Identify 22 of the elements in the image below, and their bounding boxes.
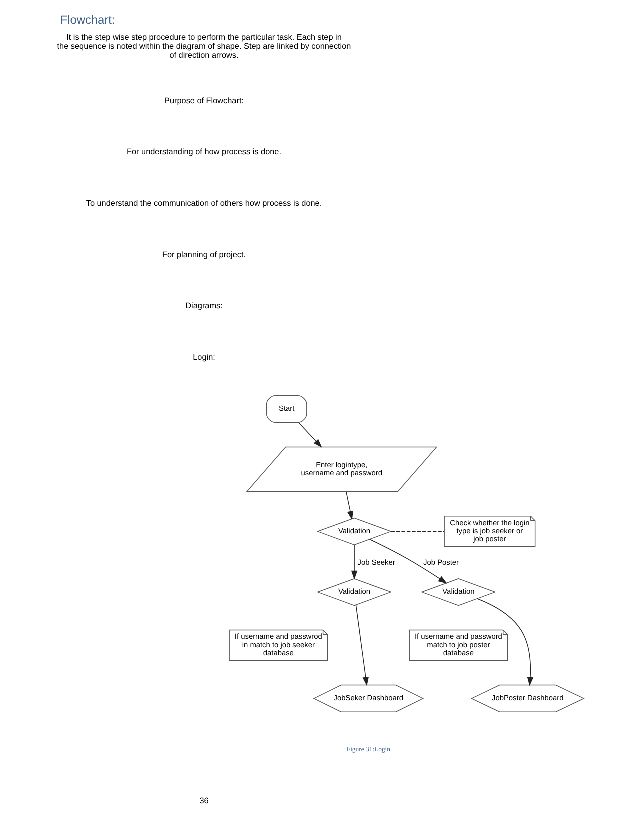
edge-label: Job Seeker [358,558,396,567]
label: Purpose of Flowchart: [164,96,244,106]
arrow [369,539,448,584]
connector [390,531,445,532]
label: For planning of project. [162,250,246,260]
label: It is the step wise step procedure to perform the particular task. Each step in the sequence is noted within the diagram of shape. Step are linked by connection of direction arrows. [57,33,352,60]
label: To understand the communication of others how process is done. [86,199,322,208]
node-diamond: Validation [316,578,392,606]
label: Login: [193,353,216,362]
arrow [298,422,322,448]
diagram-title: Flowchart: [60,12,116,27]
arrow [346,492,354,520]
edge-label: Job Poster [424,558,460,567]
arrow [351,544,358,580]
node-diamond: Validation [421,578,496,606]
label: 36 [200,796,209,806]
label: Diagrams: [186,302,223,311]
node-diamond: Validation [316,518,392,546]
label: For understanding of how process is done. [127,148,282,157]
node-box: Start [266,396,308,424]
arrow [476,598,534,686]
arrow [356,604,370,686]
